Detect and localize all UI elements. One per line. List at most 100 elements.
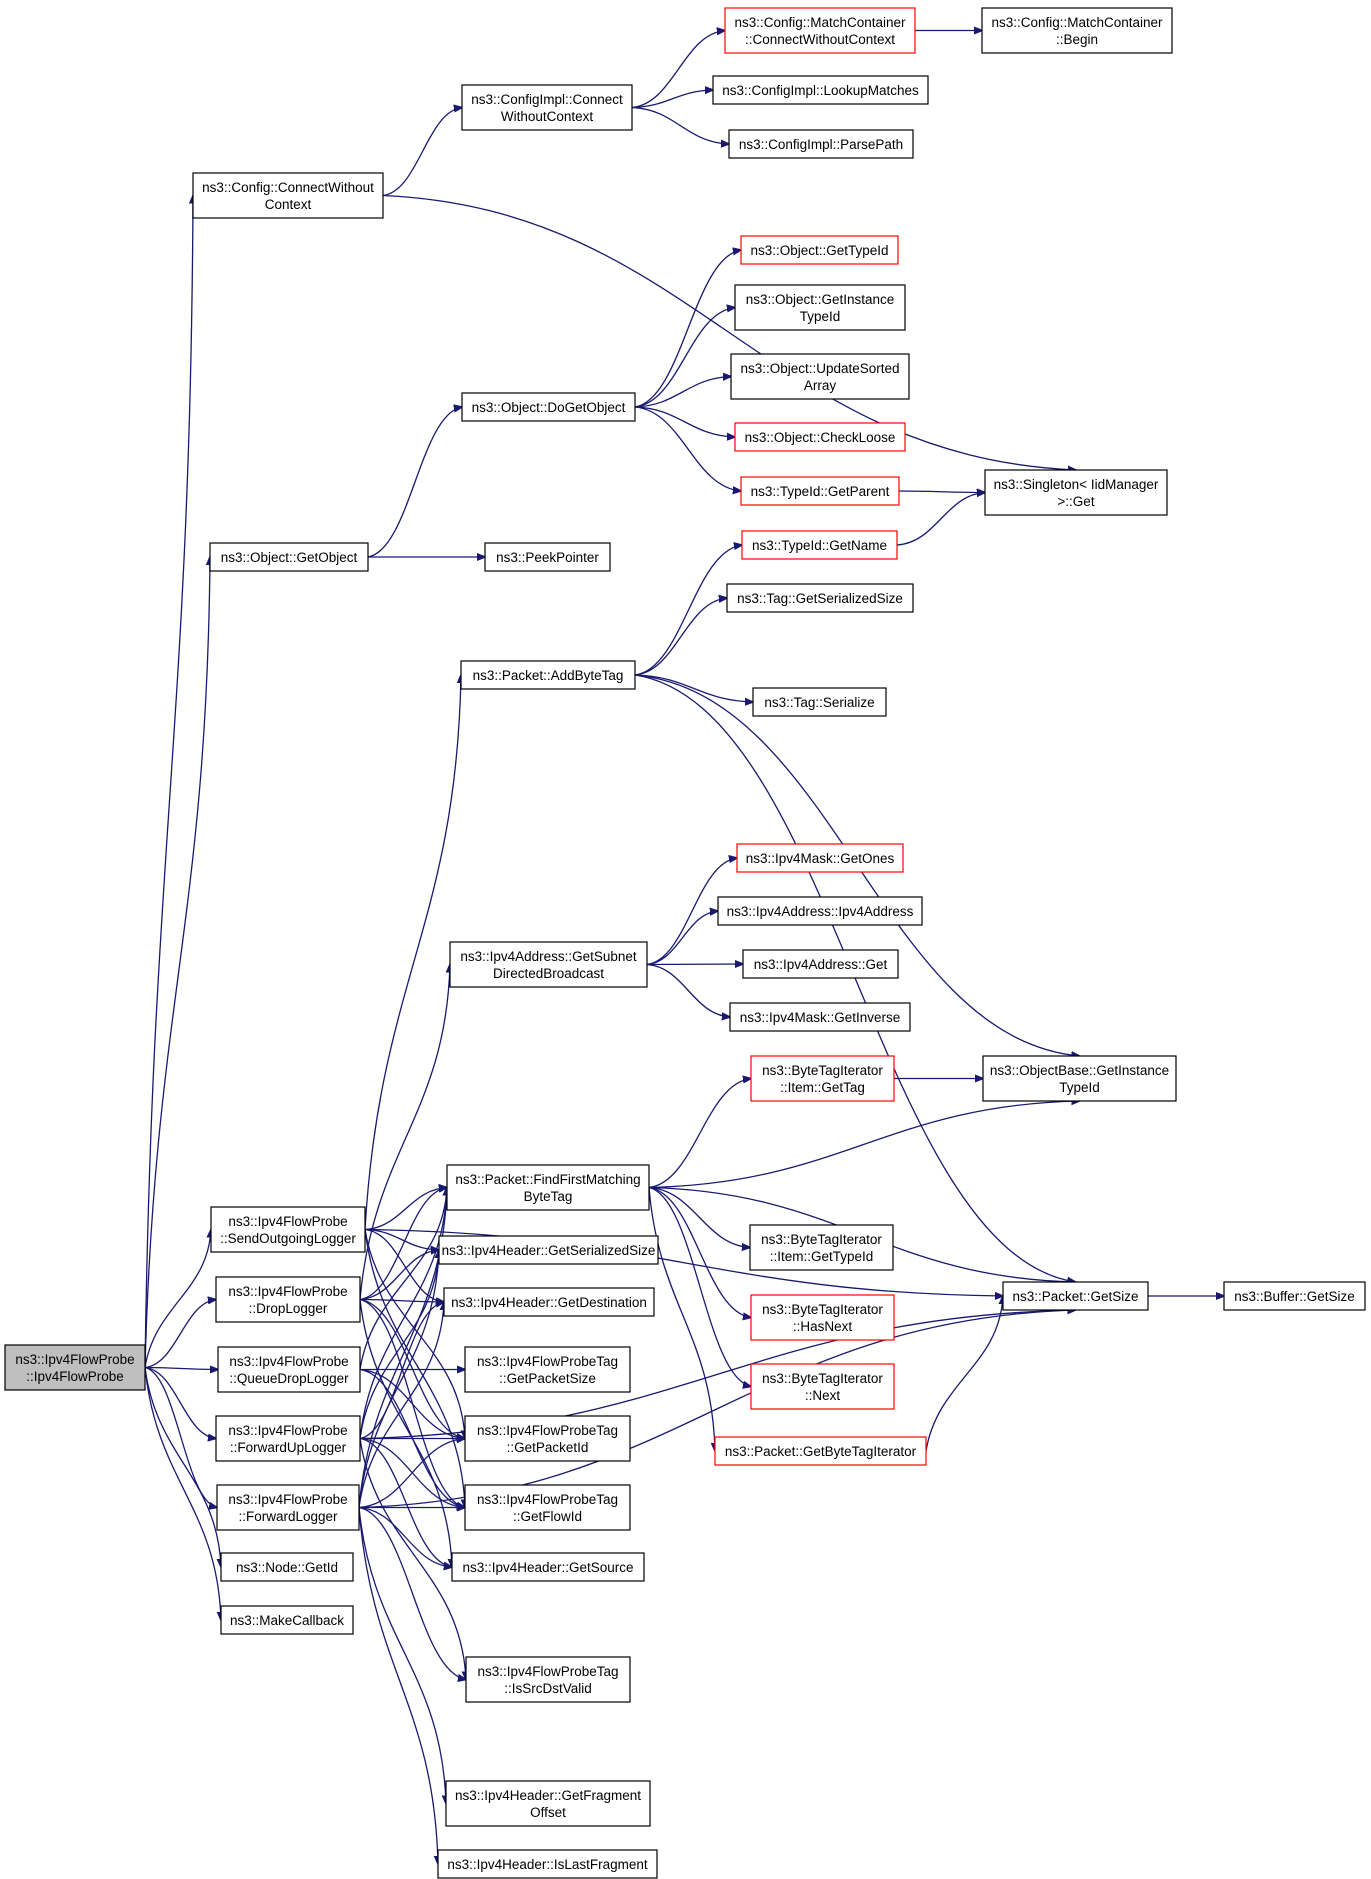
node-pkt-getsize[interactable]: ns3::Packet::GetSize	[1002, 1281, 1149, 1311]
edge-qdrop_logger-to-pkt_findfirst	[359, 1188, 447, 1370]
node-obj-getobject[interactable]: ns3::Object::GetObject	[209, 542, 369, 572]
edges-layer	[144, 31, 1224, 1865]
node-bti-item-gettag[interactable]: ns3::ByteTagIterator::Item::GetTag	[750, 1055, 895, 1102]
node-tag-getser[interactable]: ns3::Tag::GetSerializedSize	[726, 583, 914, 613]
node-label: ns3::Packet::AddByteTag	[473, 668, 624, 683]
node-cimpl-cwc[interactable]: ns3::ConfigImpl::ConnectWithoutContext	[461, 84, 633, 131]
node-box	[717, 896, 923, 926]
node-label: ns3::Object::GetInstance	[746, 292, 895, 307]
edge-root-to-qdrop_logger	[144, 1368, 218, 1370]
node-box	[215, 1415, 361, 1462]
node-mask-getones[interactable]: ns3::Ipv4Mask::GetOnes	[736, 843, 904, 873]
node-drop-logger[interactable]: ns3::Ipv4FlowProbe::DropLogger	[215, 1276, 361, 1323]
node-hdr-getdest[interactable]: ns3::Ipv4Header::GetDestination	[443, 1287, 655, 1317]
nodes-layer: ns3::Ipv4FlowProbe::Ipv4FlowProbe ns3::Co…	[4, 7, 1366, 1879]
node-box	[445, 1780, 651, 1827]
node-label: ns3::Packet::FindFirstMatching	[455, 1172, 640, 1187]
edge-send_logger-to-pkt_addbytetag	[364, 675, 461, 1230]
node-addr-ctor[interactable]: ns3::Ipv4Address::Ipv4Address	[717, 896, 923, 926]
node-label: ns3::Ipv4Mask::GetInverse	[740, 1010, 901, 1025]
node-qdrop-logger[interactable]: ns3::Ipv4FlowProbe::QueueDropLogger	[217, 1346, 361, 1393]
node-label: ns3::Ipv4Mask::GetOnes	[746, 851, 895, 866]
edge-obj_dogetobj-to-obj_checkloose	[634, 406, 735, 437]
node-mc-cwc[interactable]: ns3::Config::MatchContainer::ConnectWith…	[724, 7, 916, 54]
node-tag-getpktsize[interactable]: ns3::Ipv4FlowProbeTag::GetPacketSize	[464, 1346, 631, 1393]
node-label: ns3::ByteTagIterator	[761, 1232, 882, 1247]
node-node-getid[interactable]: ns3::Node::GetId	[220, 1552, 354, 1582]
node-label: ns3::ConfigImpl::Connect	[471, 92, 623, 107]
node-label: ::QueueDropLogger	[229, 1371, 349, 1386]
edge-fwd_logger-to-hdr_islastfrag	[358, 1507, 438, 1865]
node-tag-getpktid[interactable]: ns3::Ipv4FlowProbeTag::GetPacketId	[464, 1415, 631, 1462]
node-label: ByteTag	[524, 1189, 573, 1204]
node-tag-getflowid[interactable]: ns3::Ipv4FlowProbeTag::GetFlowId	[464, 1484, 631, 1531]
node-fwdup-logger[interactable]: ns3::Ipv4FlowProbe::ForwardUpLogger	[215, 1415, 361, 1462]
node-mc-begin[interactable]: ns3::Config::MatchContainer::Begin	[981, 7, 1173, 54]
node-box	[215, 1276, 361, 1323]
edge-addr_getsubnet-to-addr_ctor	[646, 911, 718, 966]
node-label: ns3::Ipv4FlowProbe	[229, 1354, 348, 1369]
node-root[interactable]: ns3::Ipv4FlowProbe::Ipv4FlowProbe	[4, 1344, 146, 1391]
node-pkt-getbti[interactable]: ns3::Packet::GetByteTagIterator	[714, 1436, 927, 1466]
node-mask-getinverse[interactable]: ns3::Ipv4Mask::GetInverse	[729, 1002, 911, 1032]
node-obj-checkloose[interactable]: ns3::Object::CheckLoose	[734, 422, 906, 452]
node-addr-get[interactable]: ns3::Ipv4Address::Get	[742, 949, 899, 979]
node-label: ns3::Ipv4FlowProbe	[228, 1423, 347, 1438]
node-makecallback[interactable]: ns3::MakeCallback	[220, 1605, 354, 1635]
node-box	[726, 583, 914, 613]
node-bti-hasnext[interactable]: ns3::ByteTagIterator::HasNext	[750, 1294, 895, 1341]
node-parsepath[interactable]: ns3::ConfigImpl::ParsePath	[728, 129, 914, 159]
node-label: ::Item::GetTag	[780, 1080, 865, 1095]
node-box	[750, 1363, 895, 1410]
node-singleton-get[interactable]: ns3::Singleton< IidManager >::Get	[984, 469, 1168, 516]
node-box	[464, 1346, 631, 1393]
node-obj-gettypeid[interactable]: ns3::Object::GetTypeId	[740, 235, 899, 265]
node-label: TypeId	[800, 309, 841, 324]
edge-cfg_cwc-to-cimpl_cwc	[382, 108, 462, 197]
node-send-logger[interactable]: ns3::Ipv4FlowProbe::SendOutgoingLogger	[210, 1206, 366, 1253]
node-box	[220, 1605, 354, 1635]
node-hdr-getsrc[interactable]: ns3::Ipv4Header::GetSource	[451, 1552, 645, 1582]
node-typeid-getname[interactable]: ns3::TypeId::GetName	[741, 530, 898, 560]
node-box	[4, 1344, 146, 1391]
node-label: Array	[804, 378, 837, 393]
node-addr-getsubnet[interactable]: ns3::Ipv4Address::GetSubnetDirectedBroad…	[449, 941, 648, 988]
node-obj-dogetobj[interactable]: ns3::Object::DoGetObject	[461, 392, 636, 422]
node-box	[465, 1656, 631, 1703]
node-typeid-getparent[interactable]: ns3::TypeId::GetParent	[740, 476, 900, 506]
node-bti-next[interactable]: ns3::ByteTagIterator::Next	[750, 1363, 895, 1410]
node-box	[724, 7, 916, 54]
node-buf-getsize[interactable]: ns3::Buffer::GetSize	[1223, 1281, 1366, 1311]
node-peekpointer[interactable]: ns3::PeekPointer	[484, 542, 611, 572]
node-hdr-getser[interactable]: ns3::Ipv4Header::GetSerializedSize	[438, 1235, 659, 1265]
edge-pkt_findfirst-to-objbase_getinst	[648, 1101, 1080, 1189]
node-tag-serialize[interactable]: ns3::Tag::Serialize	[752, 687, 887, 717]
node-box	[712, 75, 929, 105]
node-fwd-logger[interactable]: ns3::Ipv4FlowProbe::ForwardLogger	[216, 1484, 360, 1531]
node-hdr-islastfrag[interactable]: ns3::Ipv4Header::IsLastFragment	[437, 1849, 658, 1879]
node-box	[464, 1415, 631, 1462]
node-label: ns3::ByteTagIterator	[762, 1371, 883, 1386]
node-box	[220, 1552, 354, 1582]
node-label: ns3::Object::DoGetObject	[472, 400, 626, 415]
node-lookup[interactable]: ns3::ConfigImpl::LookupMatches	[712, 75, 929, 105]
node-box	[484, 542, 611, 572]
node-pkt-addbytetag[interactable]: ns3::Packet::AddByteTag	[460, 660, 636, 690]
edge-obj_dogetobj-to-obj_upd	[634, 377, 731, 408]
node-bti-item-gettypeid[interactable]: ns3::ByteTagIterator::Item::GetTypeId	[749, 1224, 894, 1271]
edge-fwd_logger-to-hdr_getdest	[358, 1302, 444, 1508]
node-tag-issrcdst[interactable]: ns3::Ipv4FlowProbeTag::IsSrcDstValid	[465, 1656, 631, 1703]
node-label: ns3::Ipv4Address::GetSubnet	[460, 949, 637, 964]
node-box	[984, 469, 1168, 516]
node-cfg-cwc[interactable]: ns3::Config::ConnectWithoutContext	[192, 172, 384, 219]
node-label: ns3::Ipv4FlowProbe	[228, 1492, 347, 1507]
node-box	[981, 7, 1173, 54]
node-label: ::ForwardUpLogger	[230, 1440, 347, 1455]
node-label: ns3::Object::CheckLoose	[745, 430, 896, 445]
edge-root-to-drop_logger	[144, 1300, 216, 1369]
